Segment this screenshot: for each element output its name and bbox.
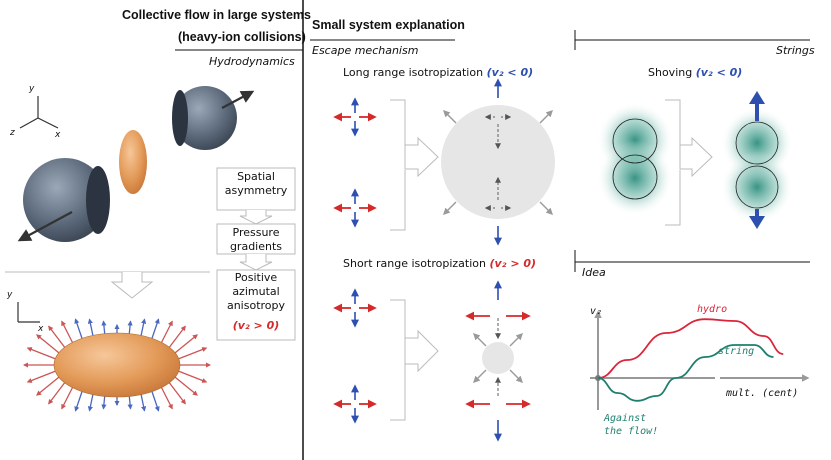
axis2-label-y: y (7, 290, 13, 300)
gray-arrow (539, 110, 553, 124)
flow-arrow (178, 347, 208, 360)
flow-arrow (101, 320, 107, 334)
middle-subtitle: Escape mechanism (312, 44, 419, 57)
overlap-ellipsoid (119, 130, 147, 194)
gray-arrow (443, 110, 457, 124)
flow-arrow (160, 387, 173, 410)
flow-arrow (127, 396, 133, 410)
flow-arrow (127, 320, 133, 334)
axis-label-y: y (29, 84, 35, 94)
chart-ylabel: v₂ (590, 306, 603, 317)
strings-before (597, 102, 673, 216)
middle-connectors (390, 99, 439, 421)
flow-arrow (26, 347, 56, 360)
axis-label-x: x (55, 130, 61, 140)
flow-arrow (168, 325, 186, 348)
shoving-v2: (v₂ < 0) (695, 66, 743, 79)
legend-hydro: hydro (697, 304, 728, 315)
flow-arrow (151, 391, 160, 412)
flow-arrow (61, 320, 74, 343)
chart-xlabel: mult. (cent) (726, 388, 799, 399)
flow-arrow (160, 320, 173, 343)
flow-arrow (87, 318, 94, 336)
flow-arrow (174, 376, 198, 396)
step-box-3 (216, 269, 296, 341)
flow-arrow (151, 318, 160, 339)
shoving-label: Shoving (v₂ < 0) (648, 66, 743, 79)
flow-arrow (36, 334, 60, 354)
right-subtitle: Strings (776, 44, 815, 57)
nucleus-left (17, 158, 110, 242)
axis2-label-x: x (38, 324, 44, 334)
flow-arrow (101, 396, 107, 410)
flow-arrow (74, 318, 83, 339)
short-range-medium (482, 342, 514, 374)
left-title-2: (heavy-ion collisions) (178, 30, 306, 44)
axes-3d (19, 96, 59, 129)
gray-arrow (539, 201, 553, 215)
gray-arrow (509, 333, 523, 347)
left-subtitle: Hydrodynamics (209, 55, 295, 68)
flow-arrow (26, 370, 56, 383)
middle-title: Small system explanation (312, 18, 465, 32)
axes-2d (17, 302, 40, 323)
series-line-string (597, 344, 774, 402)
long-range-medium (441, 105, 555, 219)
nucleus-right (172, 86, 255, 150)
chart-annotation: Against the flow! (604, 413, 659, 437)
gray-arrow (443, 201, 457, 215)
flow-arrow (168, 382, 186, 405)
step-v2-positive: (v₂ > 0) (232, 319, 280, 332)
series-line-hydro (597, 318, 784, 379)
flow-ellipse (22, 318, 212, 412)
step-spatial-asymmetry: Spatial asymmetry (224, 170, 288, 197)
flow-arrow (178, 370, 208, 383)
gray-arrow (473, 369, 487, 383)
flow-arrow (48, 325, 66, 348)
legend-string: string (718, 346, 755, 357)
left-title-1: Collective flow in large systems (122, 8, 311, 22)
short-range-v2: (v₂ > 0) (489, 257, 537, 270)
short-range-label: Short range isotropization (v₂ > 0) (343, 257, 537, 270)
string-connector (665, 99, 713, 226)
step-positive-anisotropy: Positive azimutal anisotropy (226, 271, 286, 312)
gray-arrow (473, 333, 487, 347)
axis-label-z: z (10, 128, 15, 138)
idea-chart (590, 310, 810, 410)
flow-arrow (174, 334, 198, 354)
flow-arrow (61, 387, 74, 410)
flow-arrow (74, 391, 83, 412)
strings-after (721, 91, 793, 229)
flow-arrow (36, 376, 60, 396)
long-range-label: Long range isotropization (v₂ < 0) (343, 66, 534, 79)
long-range-v2: (v₂ < 0) (486, 66, 534, 79)
step-pressure-gradients: Pressure gradients (229, 226, 283, 253)
flow-arrow (140, 394, 147, 412)
flow-arrow (140, 318, 147, 336)
flow-arrow (87, 394, 94, 412)
flow-arrow (48, 382, 66, 405)
idea-label: Idea (582, 266, 606, 279)
gray-arrow (509, 369, 523, 383)
